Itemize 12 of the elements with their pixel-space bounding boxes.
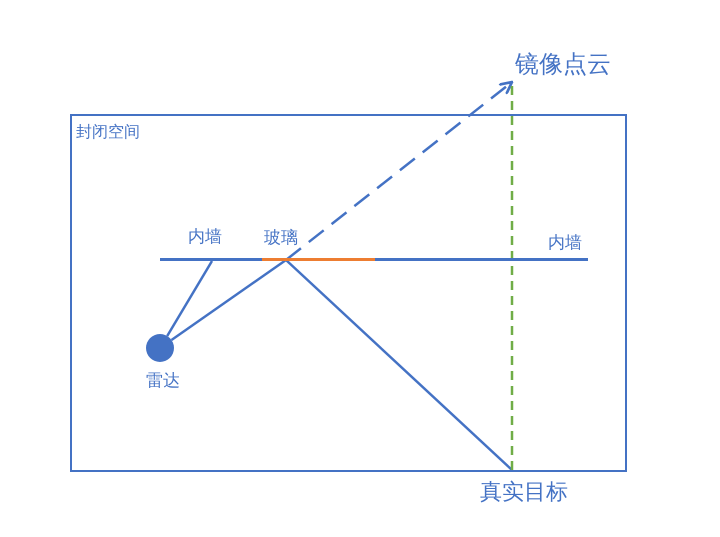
room-title: 封闭空间	[76, 123, 140, 142]
target-label: 真实目标	[480, 479, 568, 506]
glass-label: 玻璃	[264, 228, 298, 248]
ray-line	[170, 258, 287, 342]
point-cloud-label: 镜像点云	[515, 51, 611, 80]
dashed-arrow	[285, 80, 514, 261]
ray-line	[285, 259, 513, 471]
wall-label: 内墙	[548, 233, 582, 254]
wall-label: 内墙	[188, 227, 222, 248]
room-outline	[70, 114, 627, 472]
ray-line	[166, 260, 214, 337]
radar-label: 雷达	[146, 371, 180, 392]
